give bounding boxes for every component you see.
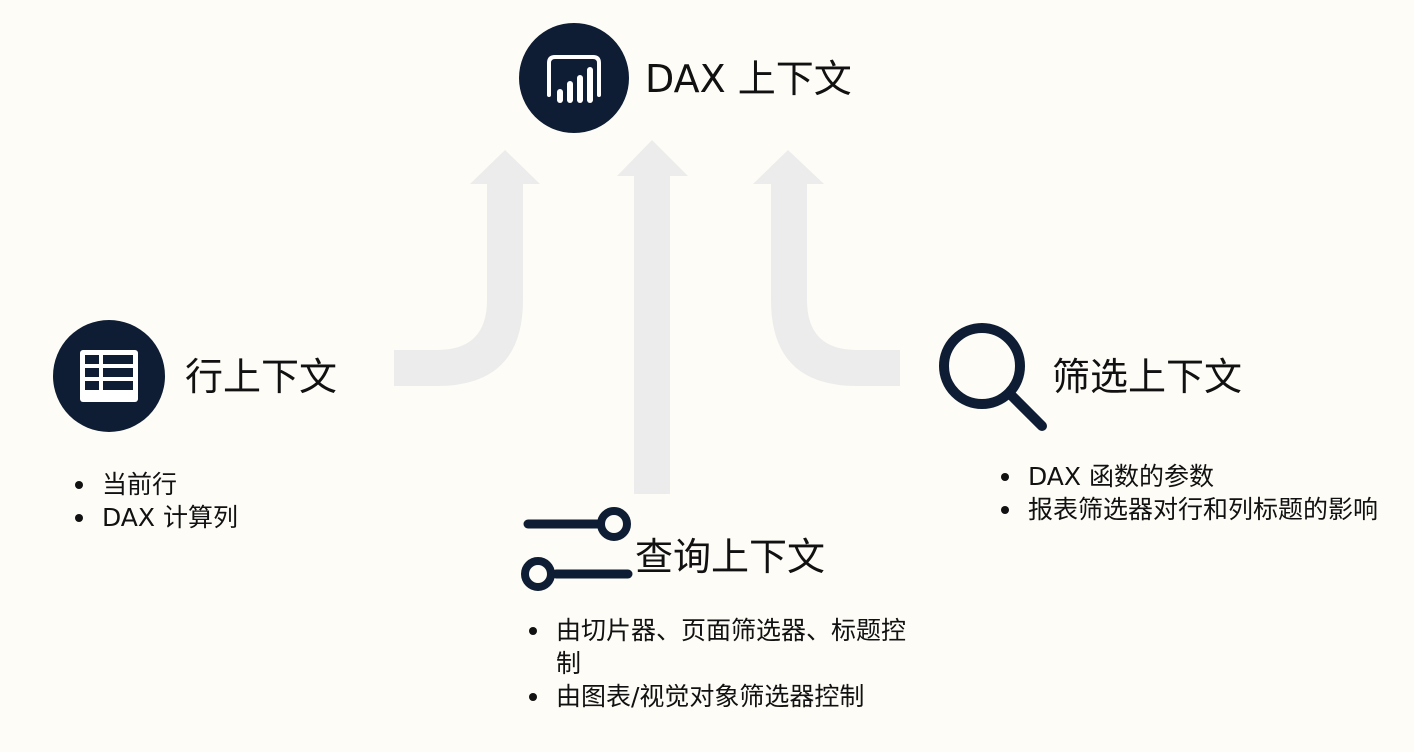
row-context-title: 行上下文 <box>185 355 338 399</box>
search-magnifier-icon <box>939 323 1047 431</box>
list-item: 报表筛选器对行和列标题的影响 <box>998 493 1378 526</box>
list-item: DAX 函数的参数 <box>998 460 1378 493</box>
center-flow-arrow <box>617 140 688 494</box>
row-context-list: 当前行 DAX 计算列 <box>72 468 372 534</box>
table-grid-icon <box>80 350 138 402</box>
list-item: 由切片器、页面筛选器、标题控制 <box>526 614 926 680</box>
dax-context-title: DAX 上下文 <box>645 57 852 101</box>
right-flow-arrow <box>753 150 900 386</box>
query-context-title: 查询上下文 <box>635 535 826 579</box>
list-item: 当前行 <box>72 468 372 501</box>
dax-context-icon-badge <box>519 23 629 133</box>
row-context-icon-badge <box>53 320 165 432</box>
list-item: 由图表/视觉对象筛选器控制 <box>526 680 926 713</box>
list-item: DAX 计算列 <box>72 501 372 534</box>
filter-context-title: 筛选上下文 <box>1052 355 1243 399</box>
slider-toggle-icon <box>521 507 633 591</box>
left-flow-arrow <box>394 150 540 386</box>
report-chart-icon <box>547 55 601 103</box>
filter-context-list: DAX 函数的参数 报表筛选器对行和列标题的影响 <box>998 460 1378 526</box>
query-context-list: 由切片器、页面筛选器、标题控制 由图表/视觉对象筛选器控制 <box>526 614 926 713</box>
